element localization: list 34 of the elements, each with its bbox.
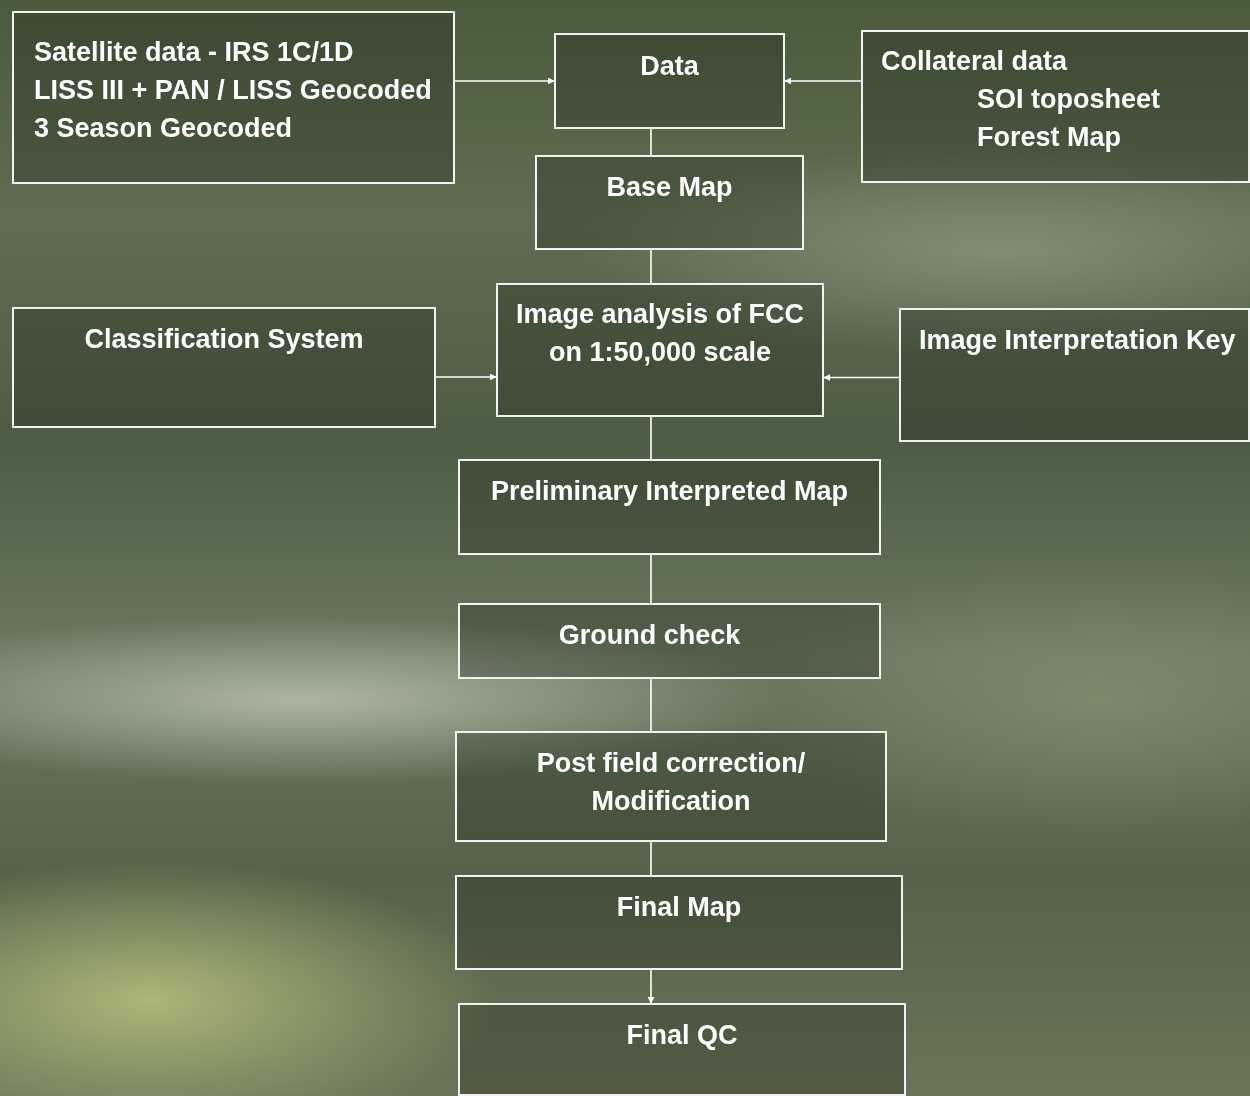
- arrow: [647, 969, 655, 1004]
- arrow: [823, 374, 900, 381]
- process-box: [458, 1003, 906, 1096]
- process-box: [861, 30, 1250, 183]
- arrow: [784, 77, 862, 85]
- box-text: Collateral data: [881, 45, 1069, 78]
- box-text: Forest Map: [976, 121, 1123, 154]
- process-box: [535, 155, 804, 250]
- box-text: Base Map: [605, 171, 734, 204]
- process-box: [12, 11, 455, 184]
- box-text: Image analysis of FCC: [514, 298, 806, 331]
- process-box: [496, 283, 824, 417]
- box-text: Final Map: [615, 891, 743, 924]
- process-box: [455, 731, 887, 842]
- process-box: [455, 875, 903, 970]
- box-text: Image Interpretation Key: [919, 324, 1237, 357]
- process-box: [458, 459, 881, 555]
- box-text: on 1:50,000 scale: [547, 336, 773, 369]
- box-text: Final QC: [625, 1019, 739, 1052]
- box-text: LISS III + PAN / LISS Geocoded: [34, 74, 433, 107]
- box-text: Satellite data - IRS 1C/1D: [34, 36, 355, 69]
- process-box: [458, 603, 881, 679]
- box-text: SOI toposheet: [976, 83, 1161, 116]
- arrow: [454, 77, 555, 85]
- arrow: [435, 373, 497, 381]
- box-text: Ground check: [557, 619, 742, 652]
- box-text: Preliminary Interpreted Map: [489, 475, 850, 508]
- process-box: [554, 33, 785, 129]
- process-box: [899, 308, 1250, 442]
- box-text: Post field correction/ Modification: [535, 747, 807, 818]
- box-text: Data: [639, 50, 700, 83]
- process-box: [12, 307, 436, 428]
- box-text: Classification System: [83, 323, 365, 356]
- box-text: 3 Season Geocoded: [34, 112, 294, 145]
